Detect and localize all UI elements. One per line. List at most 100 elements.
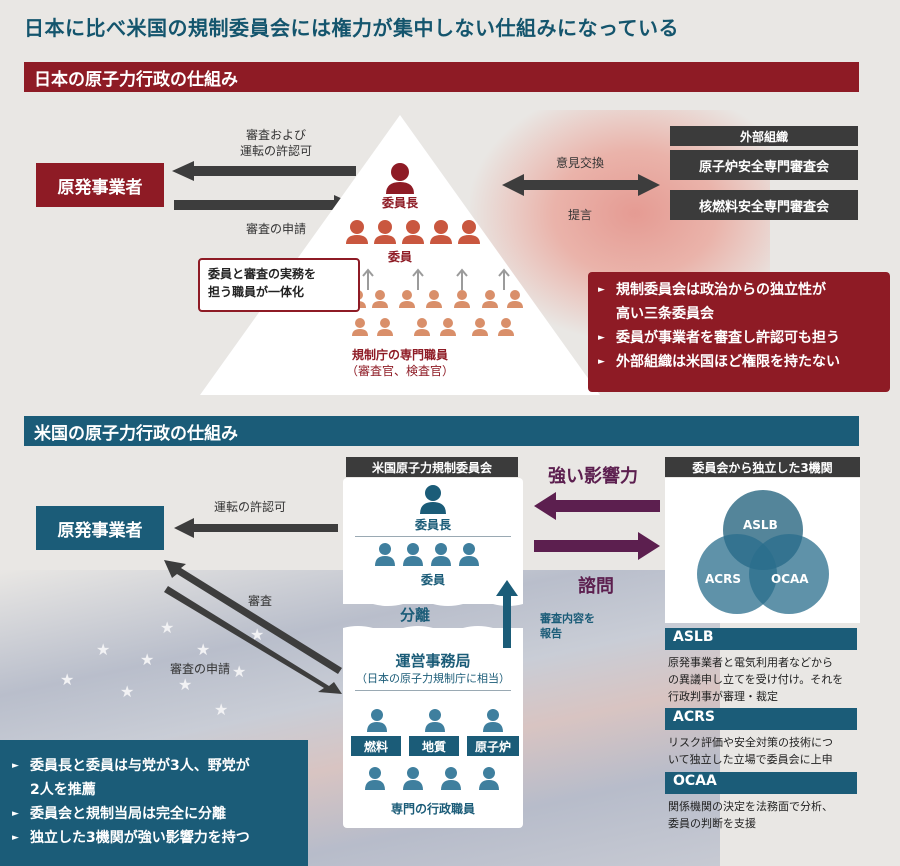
us-review-arrows xyxy=(164,560,342,694)
divider xyxy=(355,536,511,537)
consultation-label: 諮問 xyxy=(578,576,614,597)
japan-point-1-cont: 高い三条委員会 xyxy=(598,304,880,325)
japan-point-2: 委員が事業者を審査し許認可も担う xyxy=(598,328,880,349)
department-geology: 地質 xyxy=(409,736,459,756)
pyramid-shape xyxy=(200,115,600,395)
flag-star-icon: ★ xyxy=(178,675,193,694)
up-arrow-icons xyxy=(362,268,510,290)
report-label-line2: 報告 xyxy=(540,627,562,640)
org-ocaa-desc: 関係機関の決定を法務面で分析、 委員の判断を支援 xyxy=(668,798,868,832)
japan-operator-arrows xyxy=(172,161,356,215)
flag-star-icon: ★ xyxy=(60,670,75,689)
us-point-1-cont: 2人を推薦 xyxy=(12,780,298,801)
org-ocaa-desc-line: 関係機関の決定を法務面で分析、 xyxy=(668,800,833,813)
org-aslb-desc-line: の異議申し立てを受け付け。それを xyxy=(668,673,844,686)
us-license-label: 運転の許認可 xyxy=(213,500,286,514)
department-reactor: 原子炉 xyxy=(467,736,519,756)
us-members-label: 委員 xyxy=(420,573,445,587)
japan-external-arrow xyxy=(502,174,660,196)
external-org-fuel-council: 核燃料安全専門審査会 xyxy=(670,190,858,220)
japan-point-1-cont-text: 高い三条委員会 xyxy=(616,306,714,322)
external-org-label: 外部組織 xyxy=(670,126,858,146)
us-point-3: 独立した3機関が強い影響力を持つ xyxy=(12,828,298,849)
japan-point-3: 外部組織は米国ほど権限を持たない xyxy=(598,352,880,373)
chairman-person-icon xyxy=(386,163,414,194)
double-arrow-icon xyxy=(502,174,660,196)
us-point-2: 委員会と規制当局は完全に分離 xyxy=(12,804,298,825)
japan-pyramid xyxy=(200,115,600,395)
venn-label-ocaa: OCAA xyxy=(771,572,809,586)
us-point-1: 委員長と委員は与党が3人、野党が xyxy=(12,756,298,777)
org-aslb-title: ASLB xyxy=(665,628,857,650)
org-aslb-desc-line: 原発事業者と電気利用者などから xyxy=(668,656,833,669)
japan-license-label-line2: 運転の許認可 xyxy=(239,144,312,158)
flag-star-icon: ★ xyxy=(196,640,211,659)
page-title: 日本に比べ米国の規制委員会には権力が集中しない仕組みになっている xyxy=(24,16,679,40)
separation-label: 分離 xyxy=(400,606,431,624)
member-person-icons xyxy=(346,220,480,244)
us-chairman-label: 委員長 xyxy=(414,518,451,532)
unity-note-line1: 委員と審査の実務を xyxy=(208,267,317,281)
nrc-label: 米国原子力規制委員会 xyxy=(346,457,518,477)
us-section-title: 米国の原子力行政の仕組み xyxy=(24,416,859,446)
org-ocaa-desc-line: 委員の判断を支援 xyxy=(668,817,756,830)
flag-star-icon: ★ xyxy=(232,662,247,681)
external-org-reactor-council: 原子炉安全専門審査会 xyxy=(670,150,858,180)
arrow-right-icon xyxy=(534,532,660,560)
us-review-label: 審査 xyxy=(247,594,272,608)
secretariat-title: 運営事務局 xyxy=(395,652,471,670)
org-acrs-desc-line: リスク評価や安全対策の技術につ xyxy=(668,736,833,749)
staff-person-icons xyxy=(350,290,523,336)
venn-circle-ocaa xyxy=(749,534,829,614)
unity-note-line2: 担う職員が一体化 xyxy=(208,285,305,299)
influence-arrows xyxy=(534,492,660,560)
arrow-right-icon xyxy=(174,195,356,215)
org-aslb-desc: 原発事業者と電気利用者などから の異議申し立てを受け付け。それを 行政判事が審理… xyxy=(668,654,868,705)
arrow-left-icon xyxy=(174,518,338,538)
arrow-up-left-icon xyxy=(164,560,342,674)
flag-star-icon: ★ xyxy=(214,700,229,719)
venn-diagram xyxy=(697,490,829,614)
arrow-left-icon xyxy=(534,492,660,520)
divider xyxy=(355,690,511,691)
japan-license-label-line1: 審査および xyxy=(245,128,306,142)
us-key-points: 委員長と委員は与党が3人、野党が 2人を推薦 委員会と規制当局は完全に分離 独立… xyxy=(0,740,308,866)
flag-star-icon: ★ xyxy=(120,682,135,701)
us-application-label: 審査の申請 xyxy=(169,662,230,676)
department-fuel: 燃料 xyxy=(351,736,401,756)
flag-star-icon: ★ xyxy=(160,618,175,637)
advice-label: 提言 xyxy=(567,208,592,222)
flag-star-icon: ★ xyxy=(140,650,155,669)
admin-staff-label: 専門の行政職員 xyxy=(390,802,475,816)
independent-orgs-panel: ASLB ACRS OCAA xyxy=(665,478,860,623)
strong-influence-label: 強い影響力 xyxy=(548,466,638,487)
japan-section-title: 日本の原子力行政の仕組み xyxy=(24,62,859,92)
org-ocaa-title: OCAA xyxy=(665,772,857,794)
nrc-commission-panel: 委員長 委員 xyxy=(343,478,523,604)
arrow-down-right-icon xyxy=(164,586,342,694)
japan-staff-sub-label: （審査官、検査官） xyxy=(345,364,454,378)
secretariat-panel: 運営事務局 （日本の原子力規制庁に相当） 燃料 地質 原子炉 専門の行政職員 xyxy=(343,628,523,828)
japan-unity-note: 委員と審査の実務を 担う職員が一体化 xyxy=(198,258,360,312)
japan-point-1: 規制委員会は政治からの独立性が xyxy=(598,280,880,301)
japan-members-label: 委員 xyxy=(387,250,412,264)
us-point-1-cont-text: 2人を推薦 xyxy=(30,782,96,798)
us-license-arrow xyxy=(174,518,338,538)
us-member-person-icons xyxy=(375,543,479,566)
org-acrs-title: ACRS xyxy=(665,708,857,730)
admin-staff-person-icons xyxy=(365,767,499,790)
secretariat-sub: （日本の原子力規制庁に相当） xyxy=(356,672,510,685)
japan-key-points: 規制委員会は政治からの独立性が 高い三条委員会 委員が事業者を審査し許認可も担う… xyxy=(588,272,890,392)
arrow-up-icon xyxy=(496,580,518,648)
arrow-left-icon xyxy=(172,161,356,181)
opinion-exchange-label: 意見交換 xyxy=(555,156,604,170)
department-person-icons xyxy=(367,709,503,732)
us-operator-box: 原発事業者 xyxy=(36,506,164,550)
org-aslb-desc-line: 行政判事が審理・裁定 xyxy=(668,690,778,703)
us-chairman-person-icon xyxy=(420,485,446,514)
report-label-line1: 審査内容を xyxy=(540,612,595,625)
org-acrs-desc-line: いて独立した立場で委員会に上申 xyxy=(668,753,833,766)
japan-chairman-label: 委員長 xyxy=(381,196,418,210)
flag-star-icon: ★ xyxy=(96,640,111,659)
japan-application-label: 審査の申請 xyxy=(245,222,306,236)
